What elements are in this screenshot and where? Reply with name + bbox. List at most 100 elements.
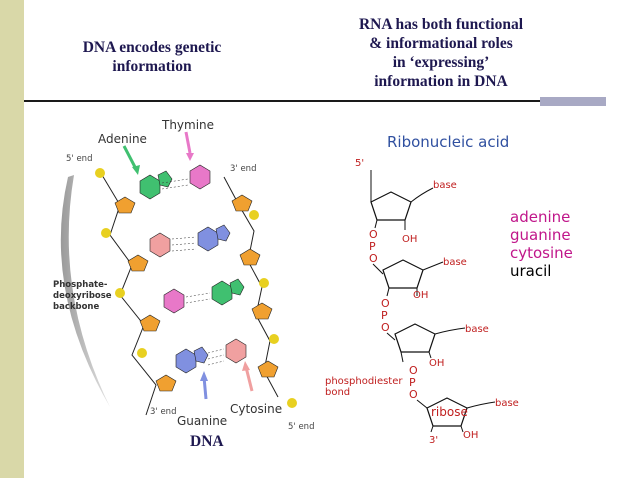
base-bond	[422, 261, 444, 271]
ribose-ring	[370, 191, 412, 221]
hydrogen-bond	[185, 292, 211, 304]
oh-label: OH	[429, 358, 444, 369]
deoxyribose-sugar	[231, 194, 253, 212]
five-prime-bottom-label: 5' end	[288, 422, 314, 432]
guanine-base	[215, 224, 231, 242]
deoxyribose-sugar	[239, 248, 261, 266]
left-heading: DNA encodes genetic information	[52, 38, 252, 76]
phosphate	[287, 398, 297, 408]
thymine-label: Thymine	[161, 118, 214, 132]
oh-label: OH	[463, 430, 478, 441]
base-label: base	[465, 324, 489, 335]
phosphate-letter: O	[369, 252, 378, 265]
base-bond	[410, 187, 434, 203]
right-heading-line: information in DNA	[374, 73, 508, 90]
phosphate-letter: O	[381, 297, 390, 310]
right-heading-line: in ‘expressing’	[392, 54, 490, 71]
three-prime-top-label: 3' end	[230, 164, 256, 174]
hydrogen-bond	[171, 236, 197, 252]
left-heading-line: DNA encodes genetic	[82, 39, 222, 56]
base-name-adenine: adenine	[510, 208, 570, 226]
cytosine-base	[225, 338, 247, 364]
oh-label: OH	[413, 290, 428, 301]
cytosine-label: Cytosine	[230, 402, 282, 416]
hydrogen-bond	[161, 178, 189, 190]
backbone-bracket	[60, 175, 110, 407]
base-name-guanine: guanine	[510, 226, 571, 244]
base-label: base	[443, 257, 467, 268]
adenine-arrowhead	[132, 165, 140, 175]
ribose-ring	[382, 259, 424, 289]
deoxyribose-sugar	[155, 374, 177, 392]
adenine-base	[157, 170, 173, 188]
ribose-ring	[394, 323, 436, 353]
header-divider	[24, 100, 606, 102]
left-heading-line: information	[112, 58, 192, 75]
backbone-label-line: backbone	[53, 302, 99, 312]
phosphate-letter: P	[409, 376, 416, 389]
right-heading-line: RNA has both functional	[358, 16, 524, 33]
phosphodiester-label-line: bond	[325, 387, 350, 398]
oh-bond	[428, 351, 432, 359]
rna-backbone	[386, 287, 390, 297]
phosphate-letter: P	[369, 240, 376, 253]
three-prime-label: 3'	[429, 435, 438, 445]
cytosine-arrow	[244, 366, 254, 392]
hydrogen-bond	[207, 348, 225, 366]
base-label: base	[433, 180, 457, 191]
phosphate-letter: O	[409, 388, 418, 401]
rna-backbone	[374, 219, 378, 229]
right-heading-line: & informational roles	[369, 35, 513, 52]
phosphate-letter: O	[409, 364, 418, 377]
phosphate-letter: O	[381, 321, 390, 334]
guanine-label: Guanine	[177, 414, 227, 428]
five-prime-top-label: 5' end	[66, 154, 92, 164]
base-name-uracil: uracil	[510, 262, 551, 280]
phosphate	[137, 348, 147, 358]
adenine-base	[211, 280, 233, 306]
ribose-label: ribose	[431, 405, 468, 419]
cytosine-arrowhead	[242, 361, 250, 371]
phosphate-letter: O	[369, 228, 378, 241]
deoxyribose-sugar	[251, 302, 273, 320]
guanine-base	[197, 226, 219, 252]
header-divider-accent	[540, 97, 606, 106]
base-bond	[466, 401, 496, 409]
rna-backbone	[386, 332, 396, 341]
phosphate	[259, 278, 269, 288]
phosphate	[115, 288, 125, 298]
phosphodiester-label-line: phosphodiester	[325, 376, 403, 387]
guanine-base	[175, 348, 197, 374]
decorative-side-stripe	[0, 0, 24, 478]
five-prime-label: 5'	[355, 158, 364, 169]
deoxyribose-sugar	[114, 196, 136, 214]
backbone-label-line: deoxyribose	[53, 291, 112, 301]
thymine-base	[163, 288, 185, 314]
rna-backbone	[430, 425, 434, 433]
phosphate	[101, 228, 111, 238]
phosphate	[269, 334, 279, 344]
phosphate	[95, 168, 105, 178]
adenine-arrow	[122, 145, 138, 170]
deoxyribose-sugar	[257, 360, 279, 378]
adenine-base	[139, 174, 161, 200]
oh-bond	[460, 425, 464, 433]
deoxyribose-sugar	[127, 254, 149, 272]
adenine-base	[229, 278, 245, 296]
adenine-label: Adenine	[98, 132, 147, 146]
phosphate-letter: P	[381, 309, 388, 322]
right-heading: RNA has both functional & informational …	[318, 15, 564, 91]
rna-backbone	[372, 263, 384, 275]
thymine-arrowhead	[186, 153, 194, 161]
rna-backbone	[416, 399, 428, 409]
dna-caption: DNA	[190, 433, 224, 450]
base-bond	[434, 327, 466, 335]
dna-structure-diagram: Thymine Adenine 5' end 3' end Phosphate-…	[53, 118, 314, 432]
thymine-base	[189, 164, 211, 190]
guanine-base	[193, 346, 209, 364]
phosphate	[249, 210, 259, 220]
rna-structure-diagram: Ribonucleic acid 5' base OH O P O base O…	[325, 130, 585, 445]
rna-title: Ribonucleic acid	[387, 133, 509, 151]
guanine-arrowhead	[200, 371, 208, 381]
base-label: base	[495, 398, 519, 409]
